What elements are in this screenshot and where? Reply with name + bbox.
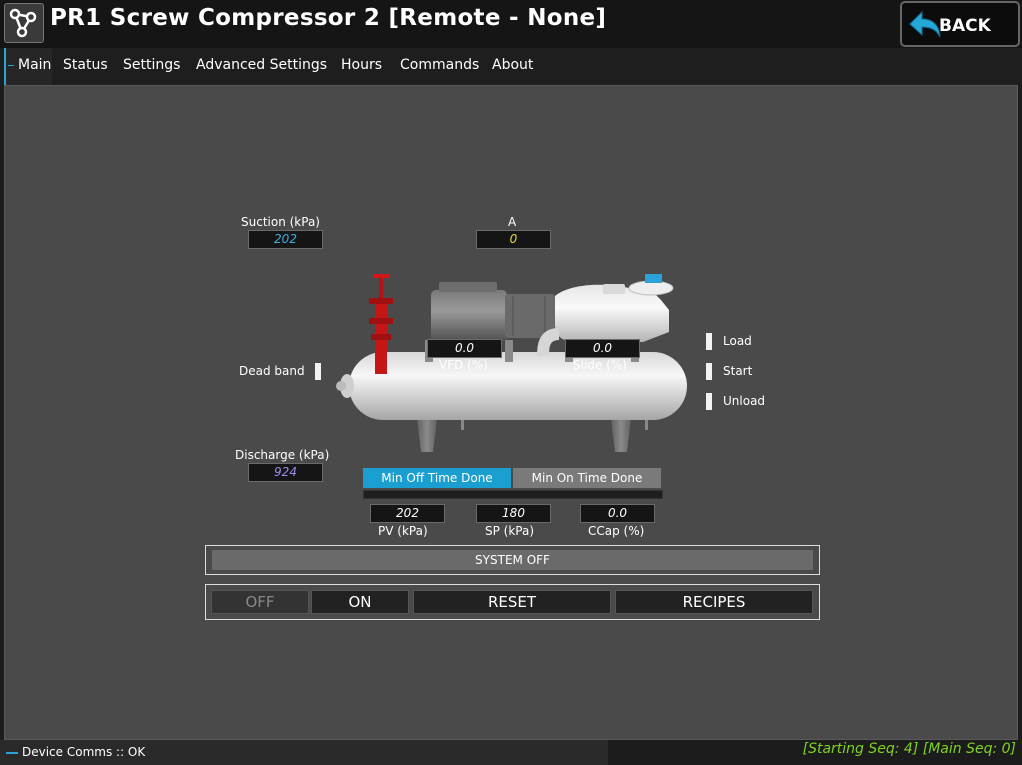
command-buttons-frame: OFF ON RESET RECIPES [205, 584, 820, 620]
load-indicator [706, 333, 712, 350]
tab-label: Settings [123, 57, 181, 73]
pv-value: 202 [370, 504, 445, 523]
tab-label: Commands [400, 57, 480, 73]
tab-status[interactable]: Status [63, 48, 108, 85]
tab-settings[interactable]: Settings [123, 48, 180, 85]
start-indicator [706, 363, 712, 380]
tab-hours[interactable]: Hours [341, 48, 382, 85]
start-label: Start [723, 364, 753, 378]
system-status-text: SYSTEM OFF [212, 550, 813, 570]
ccap-value: 0.0 [580, 504, 655, 523]
status-bar-left: Device Comms :: OK [0, 740, 608, 765]
reset-button[interactable]: RESET [413, 590, 611, 614]
vfd-label: VFD (%) [439, 358, 488, 372]
tab-label: About [492, 57, 534, 73]
status-bar: Device Comms :: OK [Starting Seq: 4] [Ma… [0, 740, 1022, 765]
tab-main[interactable]: Main [4, 48, 52, 85]
tab-commands[interactable]: Commands [400, 48, 479, 85]
main-panel: Suction (kPa) 202 A 0 [4, 85, 1018, 740]
discharge-value: 924 [248, 463, 323, 482]
tab-label: Hours [341, 57, 383, 73]
timer-progress-bar [363, 490, 663, 499]
tab-about[interactable]: About [492, 48, 533, 85]
system-status-frame: SYSTEM OFF [205, 545, 820, 575]
device-comms-status: Device Comms :: OK [22, 745, 146, 759]
page-title: PR1 Screw Compressor 2 [Remote - None] [50, 5, 607, 31]
comms-status-marker [6, 752, 18, 754]
dead-band-indicator [315, 363, 321, 380]
vfd-value: 0.0 [427, 339, 502, 358]
back-arrow-icon [908, 9, 942, 45]
sp-label: SP (kPa) [485, 524, 535, 538]
back-button-label: BACK [939, 16, 991, 36]
slide-value: 0.0 [565, 339, 640, 358]
timer-status-row: Min Off Time Done Min On Time Done [363, 468, 663, 490]
dead-band-label: Dead band [239, 364, 305, 378]
tab-label: Advanced Settings [196, 57, 328, 73]
tab-advanced-settings[interactable]: Advanced Settings [196, 48, 327, 85]
active-tab-marker [8, 65, 14, 66]
recipes-button[interactable]: RECIPES [615, 590, 813, 614]
suction-label: Suction (kPa) [241, 215, 320, 229]
network-nodes-icon [4, 3, 44, 43]
compressor-illustration [336, 274, 687, 452]
title-bar: PR1 Screw Compressor 2 [Remote - None] B… [0, 0, 1022, 48]
min-on-time-status: Min On Time Done [513, 468, 661, 488]
discharge-label: Discharge (kPa) [235, 448, 330, 462]
back-button[interactable]: BACK [900, 1, 1020, 47]
sequence-status: [Starting Seq: 4] [Main Seq: 0] [802, 741, 1016, 757]
ccap-label: CCap (%) [588, 524, 645, 538]
tab-label: Status [63, 57, 108, 73]
load-label: Load [723, 334, 752, 348]
tab-bar: Main Status Settings Advanced Settings H… [0, 48, 1022, 85]
off-button[interactable]: OFF [211, 590, 309, 614]
amps-value: 0 [476, 230, 551, 249]
min-off-time-status: Min Off Time Done [363, 468, 511, 488]
suction-value: 202 [248, 230, 323, 249]
unload-label: Unload [723, 394, 766, 408]
sp-value: 180 [476, 504, 551, 523]
unload-indicator [706, 393, 712, 410]
slide-label: Slide (%) [573, 358, 627, 372]
amps-label: A [508, 215, 517, 229]
on-button[interactable]: ON [311, 590, 409, 614]
tab-label: Main [18, 57, 52, 73]
pv-label: PV (kPa) [378, 524, 428, 538]
